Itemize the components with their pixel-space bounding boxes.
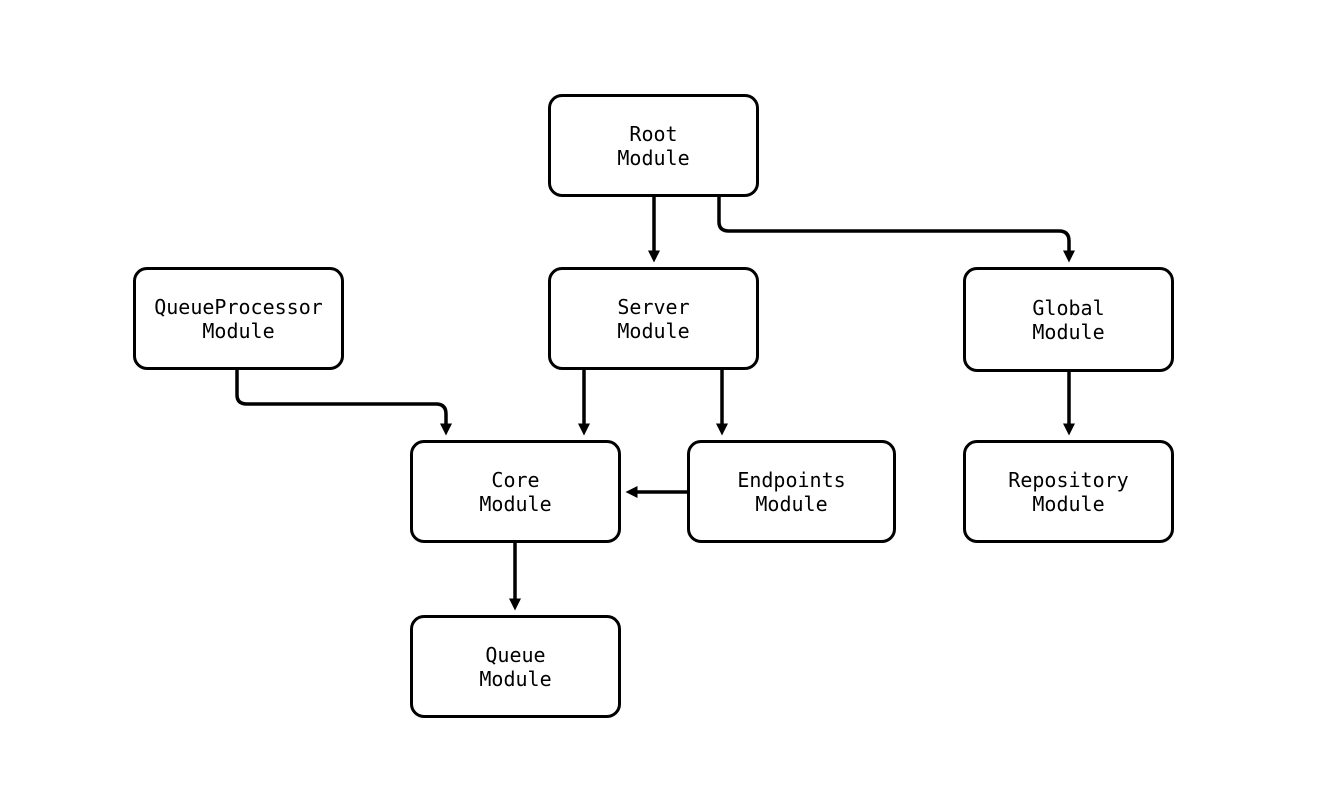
node-core-line1: Core xyxy=(491,467,540,492)
node-queueprocessor-line2: Module xyxy=(202,318,275,343)
node-endpoints-line2: Module xyxy=(755,491,828,516)
node-queue[interactable]: Queue Module xyxy=(410,615,621,718)
node-server[interactable]: Server Module xyxy=(548,267,759,370)
node-repository[interactable]: Repository Module xyxy=(963,440,1174,543)
node-core-line2: Module xyxy=(479,491,552,516)
node-root-line1: Root xyxy=(629,121,678,146)
node-global[interactable]: Global Module xyxy=(963,267,1174,372)
edge-root-global xyxy=(717,197,1075,263)
node-queue-line2: Module xyxy=(479,666,552,691)
node-global-line2: Module xyxy=(1032,319,1105,344)
node-repository-line2: Module xyxy=(1032,491,1105,516)
edge-queueprocessor-core xyxy=(235,370,452,436)
node-root-line2: Module xyxy=(617,145,690,170)
node-queueprocessor-line1: QueueProcessor xyxy=(154,294,323,319)
node-repository-line1: Repository xyxy=(1008,467,1129,492)
node-endpoints[interactable]: Endpoints Module xyxy=(687,440,896,543)
node-server-line2: Module xyxy=(617,318,690,343)
node-queue-line1: Queue xyxy=(485,642,546,667)
node-server-line1: Server xyxy=(617,294,690,319)
node-queueprocessor[interactable]: QueueProcessor Module xyxy=(133,267,344,370)
node-root[interactable]: Root Module xyxy=(548,94,759,197)
node-global-line1: Global xyxy=(1032,295,1105,320)
node-endpoints-line1: Endpoints xyxy=(737,467,846,492)
node-core[interactable]: Core Module xyxy=(410,440,621,543)
